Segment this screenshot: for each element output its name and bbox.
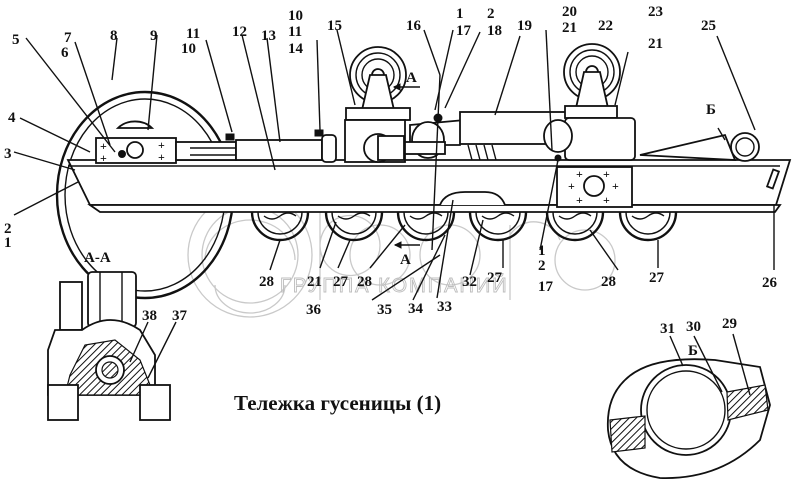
callout-35: 35 xyxy=(377,302,392,318)
track-roller xyxy=(250,211,310,242)
carrier-roller-rear xyxy=(543,43,636,162)
callout-11a: 11 xyxy=(186,26,200,42)
section-a-a-view: А-А 38 37 xyxy=(47,250,188,421)
callout-1b: 1 xyxy=(456,6,464,22)
tension-cylinder xyxy=(175,129,337,163)
callout-36: 36 xyxy=(306,302,322,318)
track-roller xyxy=(324,211,384,242)
section-a-a-label: А-А xyxy=(84,250,111,266)
leader-lines xyxy=(13,29,775,301)
callout-28b: 28 xyxy=(357,274,372,290)
callout-29: 29 xyxy=(722,316,737,332)
callout-1c: 1 xyxy=(538,243,546,259)
callout-1: 1 xyxy=(4,235,12,251)
callout-28c: 28 xyxy=(601,274,616,290)
detail-b-label: Б xyxy=(688,343,698,359)
callout-23: 23 xyxy=(648,4,663,20)
callout-13: 13 xyxy=(261,28,276,44)
carrier-roller-front xyxy=(344,46,411,163)
callout-6: 6 xyxy=(61,45,69,61)
svg-text:А: А xyxy=(400,252,411,268)
svg-text:+: + xyxy=(603,193,610,207)
callout-2: 2 xyxy=(4,221,12,237)
callout-27b: 27 xyxy=(487,270,503,286)
callout-38: 38 xyxy=(142,308,157,324)
callout-2c: 2 xyxy=(538,258,546,274)
main-assembly-view: + + + + xyxy=(4,4,792,318)
svg-text:+: + xyxy=(100,139,107,153)
svg-text:+: + xyxy=(576,193,583,207)
diagram-title: Тележка гусеницы (1) xyxy=(234,391,441,415)
svg-text:А: А xyxy=(406,70,417,86)
svg-text:+: + xyxy=(576,167,583,181)
detail-b-view: 31 30 29 Б xyxy=(606,316,771,479)
callout-17b: 17 xyxy=(538,279,554,295)
callout-28a: 28 xyxy=(259,274,274,290)
callout-8: 8 xyxy=(110,28,118,44)
callout-25: 25 xyxy=(701,18,716,34)
callout-21c: 21 xyxy=(307,274,322,290)
svg-text:+: + xyxy=(158,138,165,152)
track-roller xyxy=(396,211,456,242)
callout-26: 26 xyxy=(762,275,778,291)
track-rollers xyxy=(250,211,678,242)
callout-20: 20 xyxy=(562,4,577,20)
rear-arm xyxy=(639,132,781,190)
callout-18: 18 xyxy=(487,23,502,39)
callout-7: 7 xyxy=(64,30,72,46)
callout-19: 19 xyxy=(517,18,532,34)
watermark-text: ГРУППА КОМПАНИЙ xyxy=(280,273,509,297)
callout-15: 15 xyxy=(327,18,342,34)
svg-text:+: + xyxy=(568,179,575,193)
callout-16: 16 xyxy=(406,18,422,34)
callout-12: 12 xyxy=(232,24,247,40)
callout-33: 33 xyxy=(437,299,452,315)
callout-2b: 2 xyxy=(487,6,495,22)
svg-text:+: + xyxy=(100,151,107,165)
svg-text:+: + xyxy=(612,179,619,193)
callout-22: 22 xyxy=(598,18,613,34)
callout-10b: 10 xyxy=(288,8,303,24)
frame-beam xyxy=(66,159,792,213)
callout-4: 4 xyxy=(8,110,16,126)
callout-31: 31 xyxy=(660,321,675,337)
callout-37: 37 xyxy=(172,308,188,324)
callout-34: 34 xyxy=(408,301,424,317)
svg-text:+: + xyxy=(158,150,165,164)
callout-11b: 11 xyxy=(288,24,302,40)
callout-27a: 27 xyxy=(333,274,349,290)
section-arrow-a-top: А xyxy=(392,70,420,91)
callout-10a: 10 xyxy=(181,41,196,57)
track-roller xyxy=(468,211,528,242)
callouts: 5 7 6 8 9 11 10 12 13 10 11 14 15 16 1 1… xyxy=(4,4,778,318)
track-roller xyxy=(618,211,678,242)
tension-block: + + + + xyxy=(95,137,177,165)
callout-27c: 27 xyxy=(649,270,665,286)
callout-17a: 17 xyxy=(456,23,472,39)
callout-32: 32 xyxy=(462,274,477,290)
view-b-label: Б xyxy=(706,102,716,118)
callout-30: 30 xyxy=(686,319,701,335)
svg-text:+: + xyxy=(603,167,610,181)
section-arrow-a-bottom: А xyxy=(393,241,420,268)
mount-plate: + + + + + + xyxy=(556,166,633,208)
callout-21a: 21 xyxy=(562,20,577,36)
callout-5: 5 xyxy=(12,32,20,48)
callout-9: 9 xyxy=(150,28,158,44)
track-roller xyxy=(545,211,605,242)
callout-3: 3 xyxy=(4,146,12,162)
callout-14: 14 xyxy=(288,41,304,57)
callout-21b: 21 xyxy=(648,36,663,52)
